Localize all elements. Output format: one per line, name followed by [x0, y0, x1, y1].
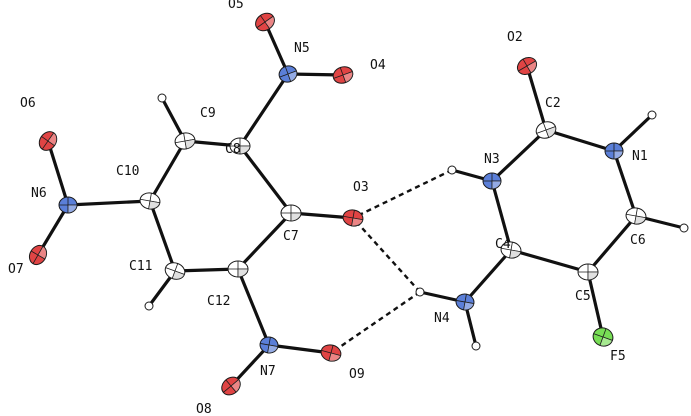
atom-o3: [342, 209, 364, 227]
atom-label-c11: C11: [129, 259, 152, 274]
atom-label-c12: C12: [207, 294, 230, 309]
atom-label-o2: O2: [507, 30, 523, 45]
atom-h4a: [415, 287, 425, 297]
atom-label-n5: N5: [294, 41, 310, 56]
atom-n7: [259, 336, 279, 354]
atom-label-c2: C2: [545, 96, 561, 111]
bond-c5-c6: [586, 214, 638, 274]
atom-h3: [447, 165, 457, 175]
atom-h1: [647, 110, 657, 120]
bond-c5-f5: [586, 270, 605, 339]
bond-layer: [36, 20, 686, 388]
atom-label-o3: O3: [353, 180, 369, 195]
atom-n3: [482, 172, 502, 190]
bond-c8-n5: [238, 72, 290, 148]
bond-n5-o5: [263, 20, 290, 76]
atom-o5: [255, 12, 275, 32]
atom-c10: [139, 192, 161, 210]
atom-label-o4: O4: [370, 58, 386, 73]
atom-label-o9: O9: [349, 367, 365, 382]
atom-c6: [625, 207, 647, 225]
atom-o2: [516, 56, 538, 76]
bond-c7-c8: [238, 144, 293, 215]
atom-c9: [174, 132, 196, 150]
atom-label-o5: O5: [228, 0, 244, 12]
atom-label-c10: C10: [116, 164, 139, 179]
atom-n6: [58, 196, 78, 214]
atom-o8: [221, 376, 241, 396]
atom-o4: [332, 66, 354, 84]
atom-label-f5: F5: [610, 349, 626, 364]
atom-c5: [577, 263, 599, 281]
atom-h11: [144, 301, 154, 311]
atom-label-n6: N6: [31, 186, 47, 201]
atom-n5: [278, 65, 298, 83]
bond-c9-c10: [148, 139, 187, 203]
bond-c2-o2: [525, 64, 548, 132]
atom-h6: [679, 223, 689, 233]
atom-f5: [592, 327, 614, 347]
atom-label-n1: N1: [632, 149, 648, 164]
atom-c7: [280, 204, 302, 222]
bond-c6-n1: [612, 149, 638, 218]
atom-h4b: [471, 341, 481, 351]
atom-c8: [229, 137, 251, 155]
hydrogen-bond-layer: [330, 168, 453, 354]
atom-label-c7: C7: [283, 229, 299, 244]
bond-c2-n3: [490, 128, 548, 183]
hydrogen-bond-h4a-o9: [330, 291, 421, 354]
atom-label-o7: O7: [8, 262, 24, 277]
atom-h9: [157, 93, 167, 103]
atom-c2: [535, 121, 557, 139]
bond-c4-n4: [463, 248, 513, 304]
atom-c4: [500, 241, 522, 259]
atom-label-c9: C9: [200, 106, 216, 121]
atom-label-o8: O8: [196, 402, 212, 416]
atom-c11: [164, 262, 186, 280]
atom-n4: [455, 293, 475, 311]
atom-n1: [604, 142, 624, 160]
atom-label-c6: C6: [630, 233, 646, 248]
hydrogen-bond-h4a-o3: [352, 217, 421, 293]
atom-layer: [28, 12, 689, 396]
atom-o9: [320, 344, 342, 362]
atom-label-c4: C4: [495, 237, 511, 252]
hydrogen-bond-h3-o3: [352, 168, 453, 220]
atom-label-n4: N4: [434, 311, 450, 326]
bond-c12-n7: [236, 267, 271, 347]
bond-c2-n1: [544, 128, 616, 153]
bond-n6-o6: [46, 139, 70, 207]
atom-label-n3: N3: [484, 152, 500, 167]
atom-o7: [28, 244, 48, 266]
atom-c12: [227, 260, 249, 278]
bond-c12-c7: [236, 211, 293, 271]
bond-c10-c11: [148, 199, 177, 273]
bond-c11-c12: [173, 267, 240, 273]
bond-n3-c4: [490, 179, 513, 252]
bond-c10-n6: [66, 199, 152, 207]
atom-label-c8: C8: [225, 142, 241, 157]
atom-label-n7: N7: [260, 364, 276, 379]
atom-label-o6: O6: [20, 96, 36, 111]
atom-label-c5: C5: [575, 289, 591, 304]
atom-o6: [38, 131, 58, 151]
bond-c4-c5: [509, 248, 590, 274]
